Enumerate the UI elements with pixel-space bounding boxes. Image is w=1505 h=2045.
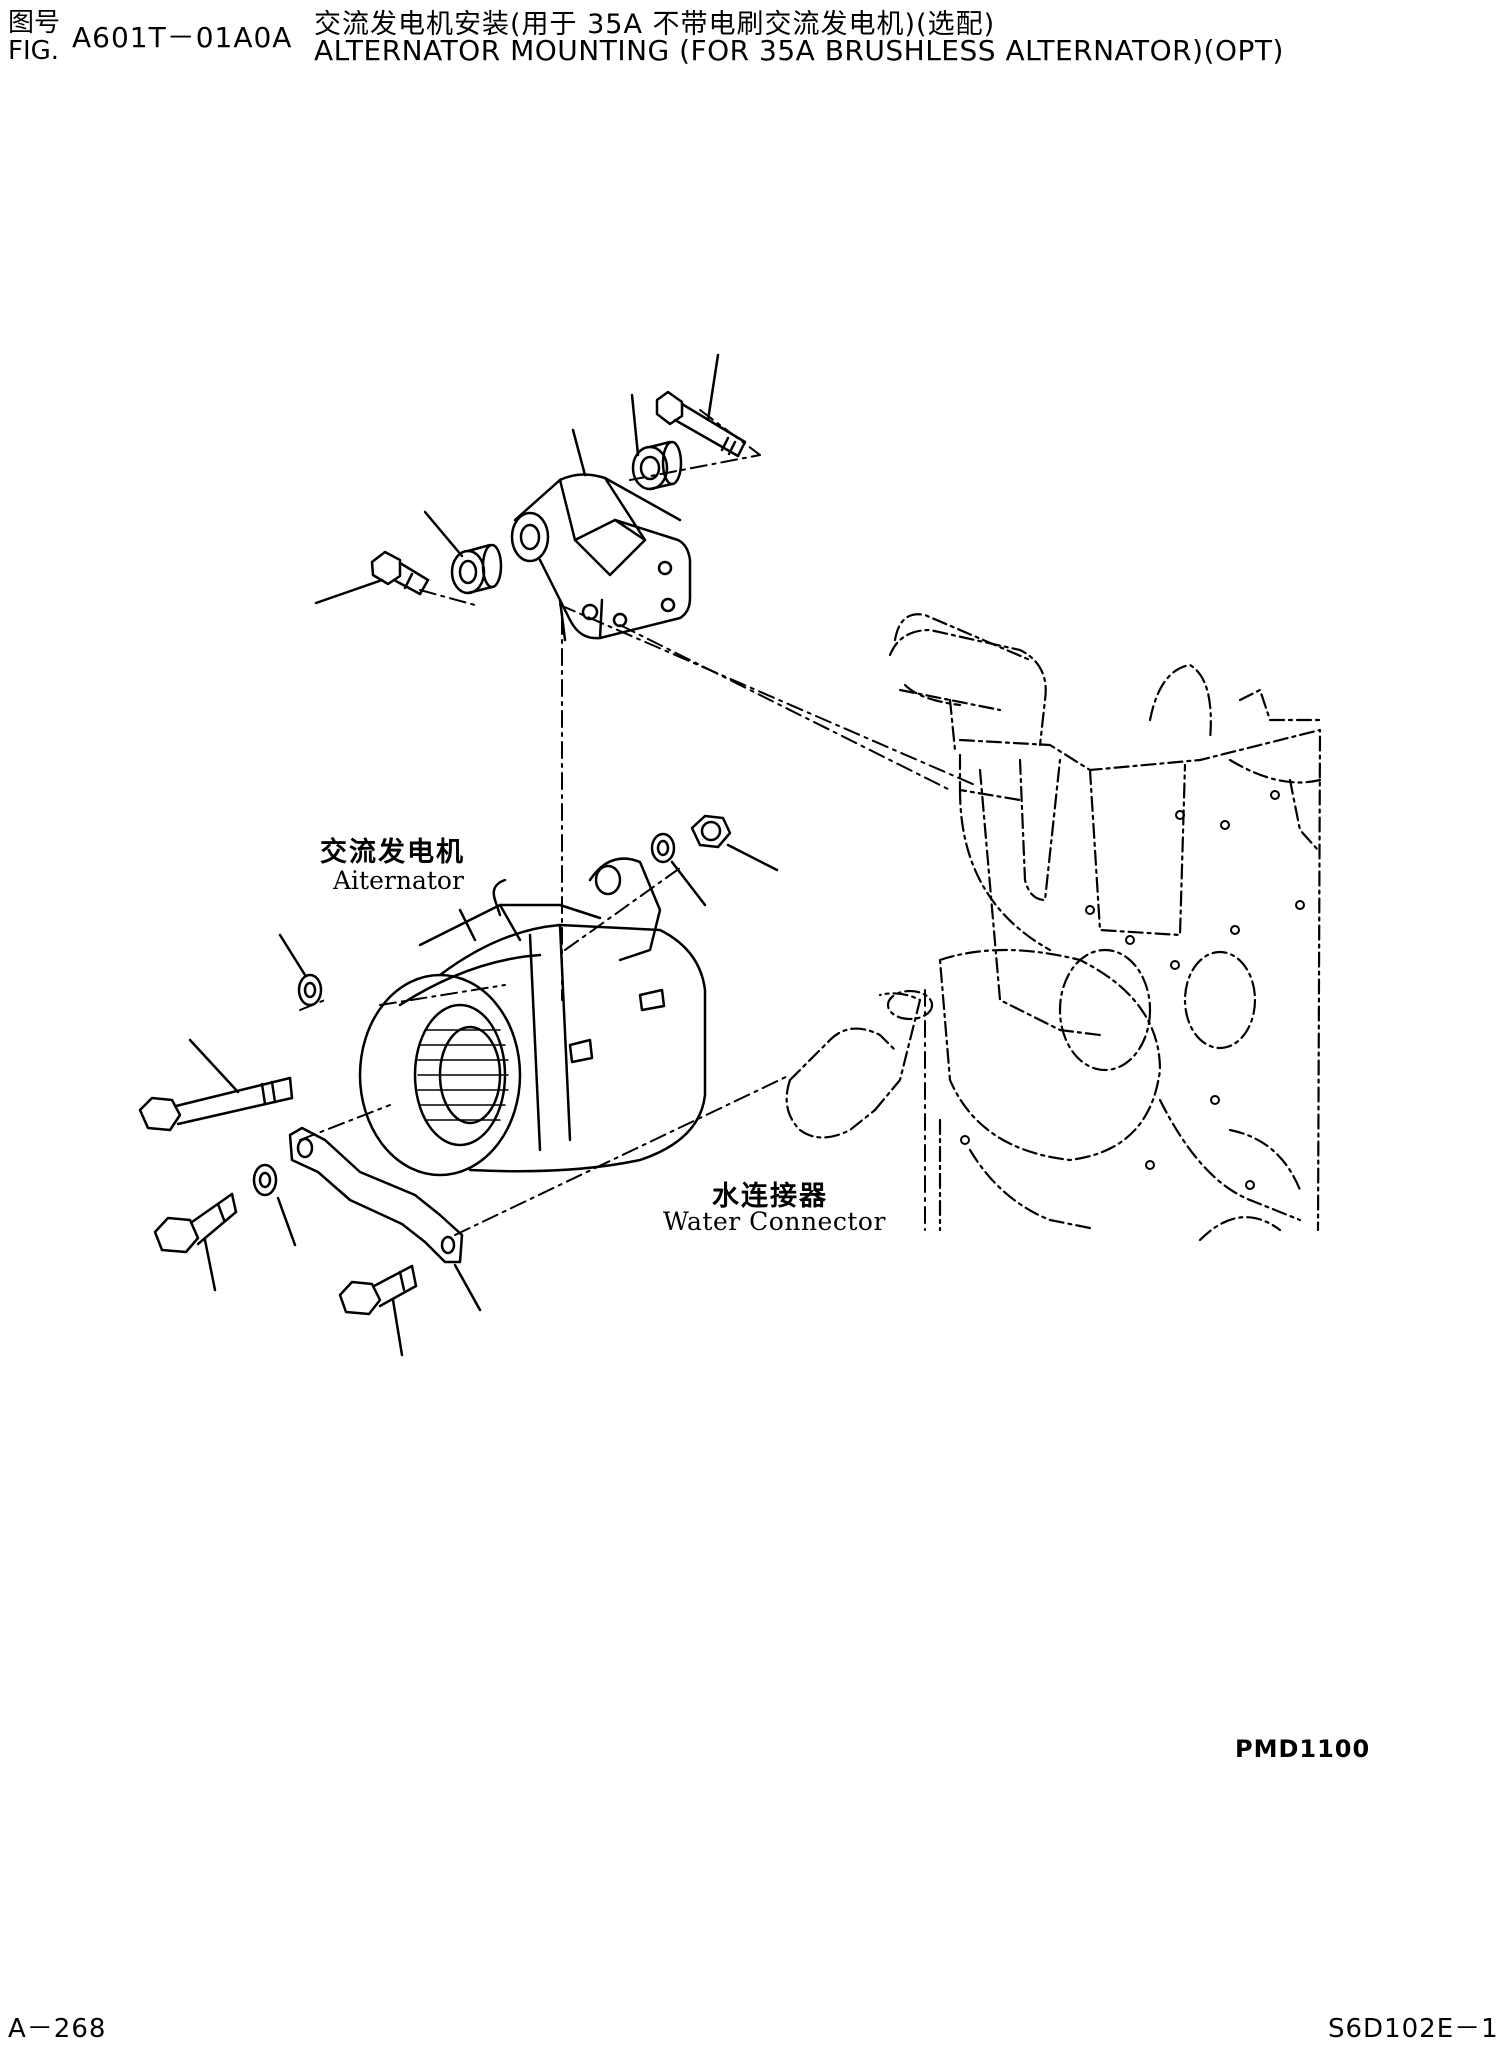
alternator (358, 857, 707, 1177)
title-en: ALTERNATOR MOUNTING (FOR 35A BRUSHLESS A… (314, 34, 1284, 67)
water-connector (785, 989, 934, 1139)
washer-lower (252, 1163, 278, 1197)
leader-bracket (571, 428, 587, 477)
adjusting-plate (288, 1126, 464, 1264)
spacer-left (450, 543, 503, 595)
engine-detail-marks (960, 790, 1305, 1190)
page-number-right: S6D102E－1 (1328, 2014, 1499, 2044)
leader-washer-long (278, 933, 307, 977)
spacer-top (631, 440, 683, 491)
bolt-short (338, 1264, 418, 1316)
figure-header: 图号 FIG. A601T－01A0A 交流发电机安装(用于 35A 不带电刷交… (8, 2, 1488, 72)
title-cn: 交流发电机安装(用于 35A 不带电刷交流发电机)(选配) (314, 9, 996, 40)
fig-number: A601T－01A0A (72, 21, 293, 54)
leader-washer-top (670, 860, 707, 907)
bolt-long (138, 1076, 294, 1132)
washer-nut-set (650, 814, 732, 864)
water-connector-label-en: Water Connector (663, 1207, 886, 1236)
leader-bolt-lower (203, 1238, 217, 1292)
bolt-lower (153, 1192, 238, 1254)
fig-label-en: FIG. (8, 36, 60, 66)
leader-bolt-top (706, 353, 720, 422)
mounting-bracket (510, 473, 692, 642)
alternator-label-en: Aiternator (333, 866, 464, 895)
leader-nut-top (726, 843, 779, 872)
leader-bolt-long (188, 1038, 240, 1094)
fig-label-cn: 图号 (8, 8, 61, 38)
water-connector-label-cn: 水连接器 (712, 1181, 828, 1212)
leader-spacer-top (630, 393, 640, 457)
leader-spacer-left (423, 510, 464, 558)
water-outlet-pipe (893, 613, 1032, 802)
engine-block-outline (888, 628, 1322, 1242)
alternator-label-cn: 交流发电机 (320, 837, 465, 868)
leader-adjusting-plate (453, 1263, 482, 1312)
leader-bolt-left (314, 578, 384, 605)
leader-washer-lower (276, 1196, 297, 1247)
bolt-top (655, 390, 747, 458)
drawing-code: PMD1100 (1235, 1735, 1371, 1763)
leader-bolt-short (391, 1298, 404, 1357)
washer-long-bolt (297, 973, 323, 1007)
bolt-left (370, 550, 430, 596)
page-number-left: A－268 (8, 2014, 107, 2044)
